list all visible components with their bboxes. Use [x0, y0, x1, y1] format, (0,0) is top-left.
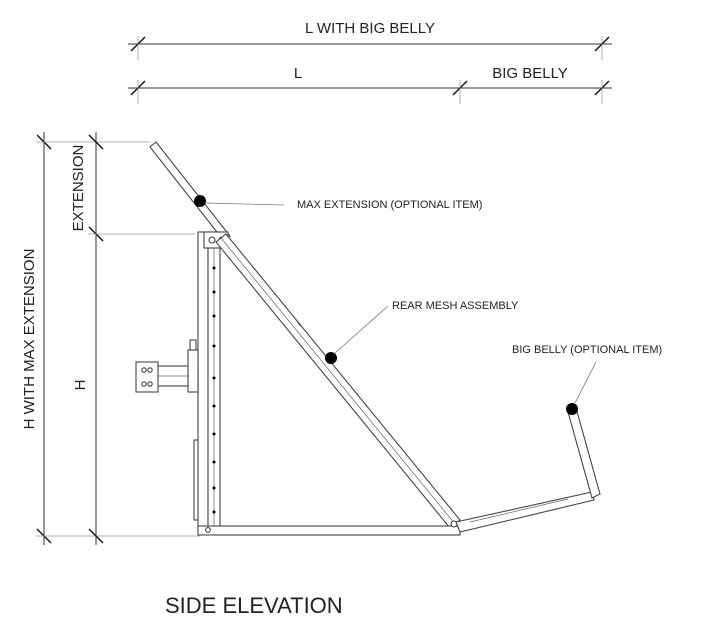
drawing-title: SIDE ELEVATION — [165, 593, 343, 618]
big-belly-dimension-label: BIG BELLY — [492, 65, 568, 82]
big-belly-assembly — [455, 407, 601, 533]
dimension-l-with-big-belly: L WITH BIG BELLY — [128, 20, 612, 60]
big-belly-label: BIG BELLY (OPTIONAL ITEM) — [512, 344, 662, 356]
callout-max-extension: MAX EXTENSION (OPTIONAL ITEM) — [194, 195, 482, 211]
max-extension-bar — [149, 141, 231, 242]
dimension-l: L BIG BELLY — [128, 65, 612, 104]
callout-rear-mesh-assembly: REAR MESH ASSEMBLY — [325, 300, 519, 364]
callout-big-belly: BIG BELLY (OPTIONAL ITEM) — [512, 344, 662, 415]
max-extension-label: MAX EXTENSION (OPTIONAL ITEM) — [297, 199, 482, 211]
rear-mesh-assembly-label: REAR MESH ASSEMBLY — [392, 300, 519, 312]
l-label: L — [294, 65, 302, 82]
dimension-extension-h: EXTENSION H — [70, 132, 195, 545]
extension-label: EXTENSION — [70, 145, 87, 232]
l-with-big-belly-label: L WITH BIG BELLY — [305, 20, 435, 37]
rear-mesh-assembly — [215, 233, 461, 529]
h-with-max-extension-label: H WITH MAX EXTENSION — [21, 249, 38, 430]
wall-mount-bracket — [135, 339, 199, 393]
bottom-rail — [197, 520, 461, 536]
h-label: H — [72, 380, 89, 391]
dimension-h-with-max-extension: H WITH MAX EXTENSION — [21, 132, 200, 545]
